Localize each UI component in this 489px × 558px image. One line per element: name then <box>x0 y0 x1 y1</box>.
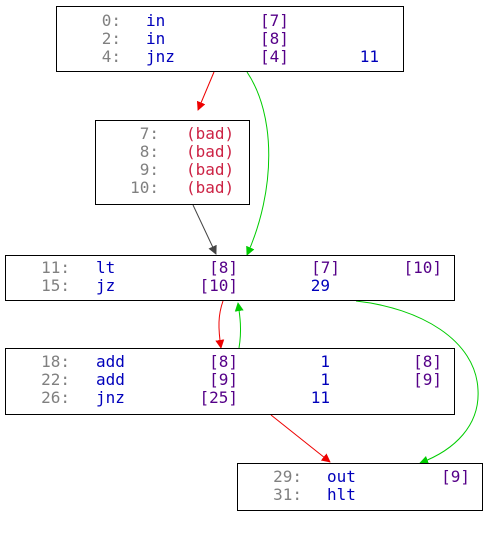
instruction-bad: (bad) <box>186 178 235 197</box>
instruction-address: 26: <box>41 388 70 407</box>
instruction-arg-3: [9] <box>413 370 442 389</box>
instruction-opcode: jnz <box>146 47 175 66</box>
instruction-row: 4: jnz [4] 11 <box>57 48 403 66</box>
instruction-address: 15: <box>41 276 70 295</box>
instruction-address: 2: <box>101 29 121 48</box>
instruction-arg-1: [8] <box>209 258 238 277</box>
edge-0-to-11 <box>246 71 270 256</box>
instruction-address: 0: <box>101 11 121 30</box>
edges-layer <box>192 71 479 465</box>
instruction-opcode: jnz <box>96 388 125 407</box>
instruction-address: 4: <box>101 47 121 66</box>
instruction-opcode: lt <box>96 258 116 277</box>
instruction-address: 7: <box>139 124 159 143</box>
instruction-address: 29: <box>273 467 302 486</box>
instruction-row: 2: in [8] <box>57 30 403 48</box>
instruction-arg-1: [25] <box>199 388 238 407</box>
control-flow-graph: 0: in [7] 2: in [8] 4: jnz [4] 11 7: (ba… <box>5 6 483 511</box>
edge-11-to-18 <box>215 300 225 349</box>
instruction-arg-1: [8] <box>209 352 238 371</box>
instruction-address: 22: <box>41 370 70 389</box>
block-11: 11: lt [8] [7] [10] 15: jz [10] 29 <box>5 255 455 301</box>
instruction-row: 11: lt [8] [7] [10] <box>6 259 454 277</box>
instruction-opcode: in <box>146 11 166 30</box>
instruction-row: 9: (bad) <box>96 161 249 179</box>
instruction-address: 10: <box>130 178 159 197</box>
instruction-row: 15: jz [10] 29 <box>6 277 454 295</box>
instruction-arg-2: 11 <box>359 47 379 66</box>
instruction-opcode: out <box>327 467 356 486</box>
instruction-arg-1: [9] <box>441 467 470 486</box>
instruction-bad: (bad) <box>186 160 235 179</box>
instruction-bad: (bad) <box>186 124 235 143</box>
instruction-opcode: add <box>96 370 125 389</box>
instruction-row: 7: (bad) <box>96 125 249 143</box>
instruction-address: 11: <box>41 258 70 277</box>
instruction-arg-2: [7] <box>311 258 340 277</box>
instruction-arg-1: [8] <box>260 29 289 48</box>
block-0: 0: in [7] 2: in [8] 4: jnz [4] 11 <box>56 6 404 72</box>
instruction-arg-3: [8] <box>413 352 442 371</box>
block-7: 7: (bad) 8: (bad) 9: (bad) 10: (bad) <box>95 120 250 205</box>
instruction-opcode: add <box>96 352 125 371</box>
instruction-row: 10: (bad) <box>96 179 249 197</box>
instruction-row: 0: in [7] <box>57 12 403 30</box>
instruction-opcode: hlt <box>327 485 356 504</box>
instruction-arg-3: [10] <box>403 258 442 277</box>
edge-0-to-7 <box>196 71 215 111</box>
instruction-address: 8: <box>139 142 159 161</box>
instruction-row: 8: (bad) <box>96 143 249 161</box>
instruction-row: 22: add [9] 1 [9] <box>6 371 454 389</box>
instruction-arg-1: [9] <box>209 370 238 389</box>
edge-18-to-29 <box>270 414 331 463</box>
instruction-address: 18: <box>41 352 70 371</box>
instruction-arg-2: 1 <box>320 370 330 389</box>
instruction-arg-2: 1 <box>320 352 330 371</box>
block-18: 18: add [8] 1 [8] 22: add [9] 1 [9] 26: … <box>5 348 455 415</box>
instruction-row: 26: jnz [25] 11 <box>6 389 454 407</box>
instruction-row: 31: hlt <box>238 486 482 504</box>
instruction-address: 31: <box>273 485 302 504</box>
instruction-arg-2: 29 <box>310 276 330 295</box>
instruction-row: 29: out [9] <box>238 468 482 486</box>
block-29: 29: out [9] 31: hlt <box>237 463 483 511</box>
edge-18-to-11 <box>234 302 244 349</box>
edge-11-to-29 <box>355 300 479 465</box>
instruction-opcode: jz <box>96 276 116 295</box>
instruction-address: 9: <box>139 160 159 179</box>
instruction-row: 18: add [8] 1 [8] <box>6 353 454 371</box>
instruction-arg-1: [4] <box>260 47 289 66</box>
instruction-opcode: in <box>146 29 166 48</box>
instruction-arg-2: 11 <box>310 388 330 407</box>
instruction-arg-1: [10] <box>199 276 238 295</box>
instruction-arg-1: [7] <box>260 11 289 30</box>
edge-7-to-11 <box>192 204 217 255</box>
instruction-bad: (bad) <box>186 142 235 161</box>
